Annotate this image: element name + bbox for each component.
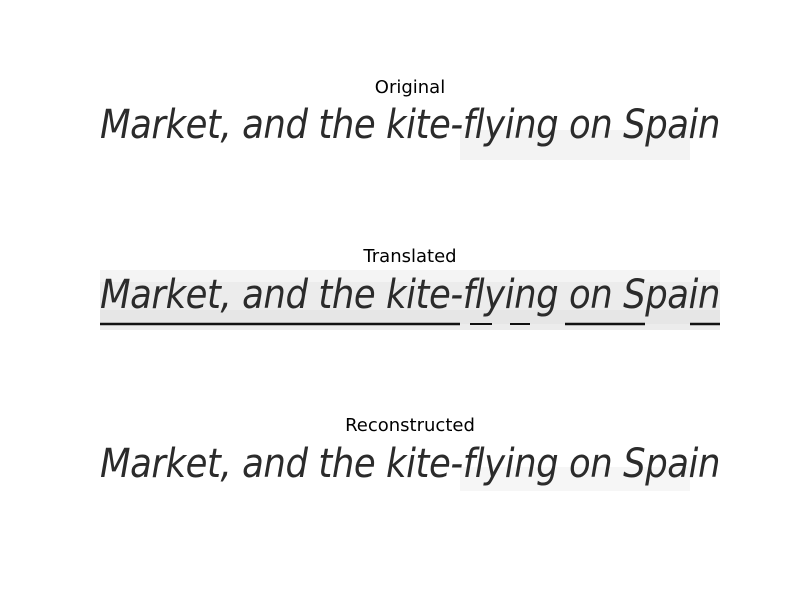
panel-title-original: Original	[374, 77, 446, 98]
handwritten-text-original: Market, and the kite-flying on Spain	[100, 102, 720, 148]
handwritten-text-reconstructed: Market, and the kite-flying on Spain	[100, 441, 720, 487]
handwritten-text-translated: Market, and the kite-flying on Spain	[100, 272, 720, 318]
panel-title-translated: Translated	[363, 246, 457, 267]
image-strip-translated: Market, and the kite-flying on Spain	[100, 270, 720, 330]
handwriting-image-original: Market, and the kite-flying on Spain	[100, 100, 720, 160]
image-strip-reconstructed: Market, and the kite-flying on Spain	[100, 439, 720, 499]
handwriting-image-reconstructed: Market, and the kite-flying on Spain	[100, 439, 720, 499]
handwriting-image-translated: Market, and the kite-flying on Spain	[100, 270, 720, 330]
image-strip-original: Market, and the kite-flying on Spain	[100, 100, 720, 160]
panel-title-reconstructed: Reconstructed	[345, 415, 475, 436]
